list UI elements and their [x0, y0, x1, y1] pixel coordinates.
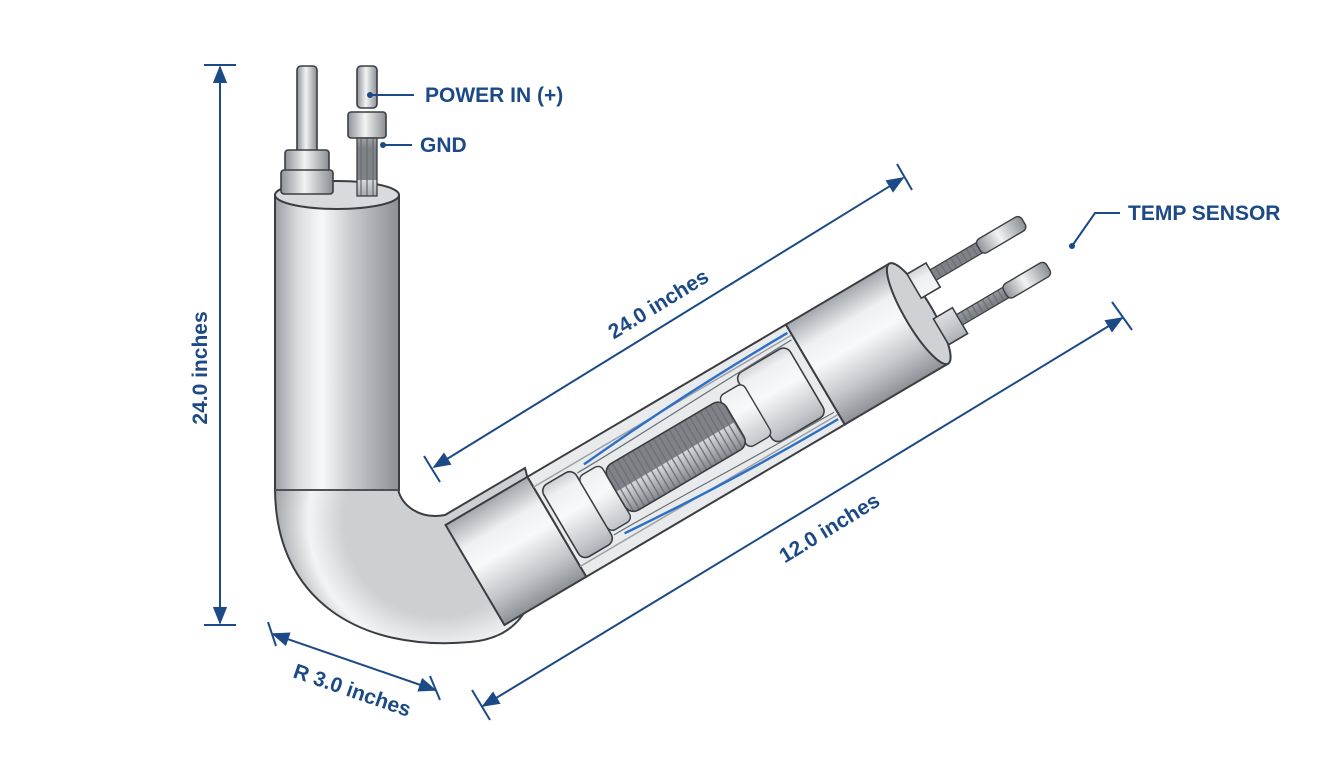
gnd-terminal-nut	[347, 111, 387, 139]
power-in-label: POWER IN (+)	[425, 84, 563, 107]
dimension-vertical-label: 24.0 inches	[189, 311, 212, 424]
gnd-label: GND	[420, 134, 467, 157]
dimension-vertical: 24.0 inches	[189, 64, 236, 626]
top-terminals	[280, 65, 387, 197]
vertical-tube	[274, 194, 400, 491]
heater-body	[273, 65, 1052, 645]
left-terminal-pin	[296, 65, 318, 157]
left-terminal-nut	[284, 149, 330, 173]
smooth-pin-diag	[975, 215, 1027, 254]
power-terminal-pin	[356, 65, 378, 109]
dimension-bend-radius-label: R 3.0 inches	[290, 660, 413, 722]
gnd-threaded-stud	[356, 137, 378, 197]
dimension-diagonal-bottom-label: 12.0 inches	[775, 489, 884, 568]
temp-sensor-label: TEMP SENSOR	[1128, 202, 1280, 225]
callouts: POWER IN (+) GND TEMP SENSOR	[367, 84, 1280, 249]
